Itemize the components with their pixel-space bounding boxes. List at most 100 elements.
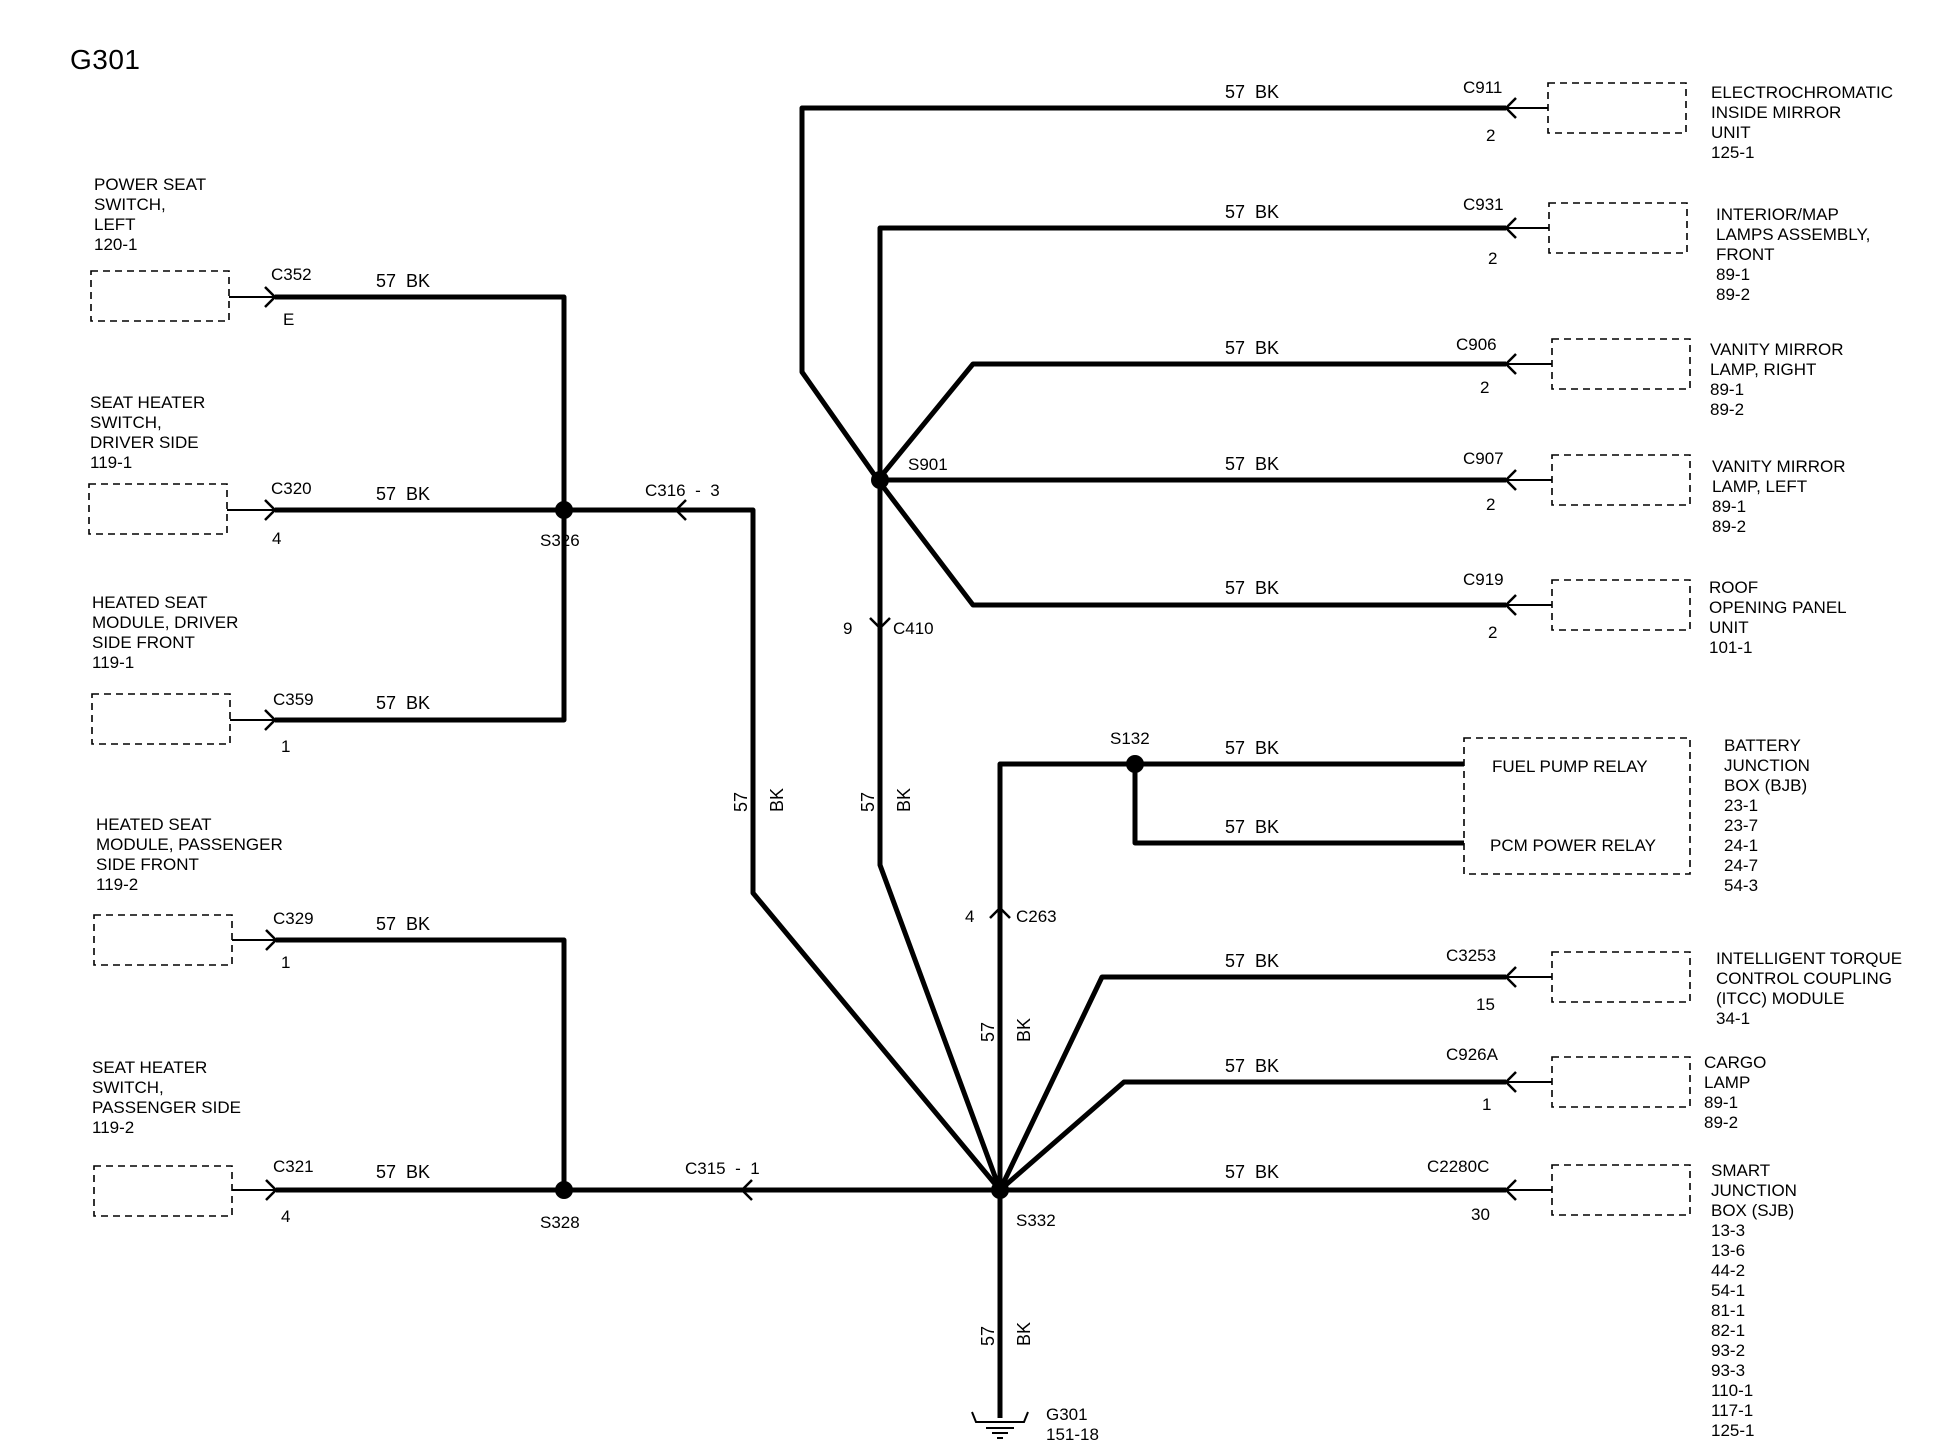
component-ref: 101-1: [1709, 638, 1752, 657]
wire-c3253[interactable]: [997, 974, 1506, 1192]
splice-s328: [555, 1181, 573, 1199]
component-ref: 119-2: [92, 1118, 134, 1137]
c263-connector-icon: [989, 906, 1011, 919]
component-ref: 44-2: [1711, 1261, 1745, 1280]
component-seat-heater-switch-driver[interactable]: SEAT HEATER SWITCH, DRIVER SIDE 119-1 C3…: [88, 393, 312, 548]
wire-label: 57 BK: [1225, 1056, 1279, 1076]
component-battery-junction-box[interactable]: FUEL PUMP RELAY PCM POWER RELAY BATTERY …: [1463, 736, 1810, 895]
relay-label-pcm-power: PCM POWER RELAY: [1490, 836, 1656, 855]
component-ref: 93-2: [1711, 1341, 1745, 1360]
component-name-line: CARGO: [1704, 1053, 1766, 1072]
component-name-line: ELECTROCHROMATIC: [1711, 83, 1893, 102]
wire-c931[interactable]: [877, 225, 1506, 480]
component-interior-map-lamps[interactable]: C931 2 INTERIOR/MAP LAMPS ASSEMBLY, FRON…: [1463, 195, 1870, 304]
wire-label: 57 BK: [376, 484, 430, 504]
page-title: G301: [70, 44, 141, 75]
component-name-line: UNIT: [1711, 123, 1751, 142]
component-name-line: SMART: [1711, 1161, 1770, 1180]
wire-c906[interactable]: [876, 361, 1506, 482]
lower-right-wires: [997, 761, 1506, 1418]
connector-arrow-icon: [1504, 353, 1517, 375]
inline-connectors: C316 - 3 C315 - 1 9 C410 4 C263: [645, 481, 1057, 1201]
pin-label: 30: [1471, 1205, 1490, 1224]
wire-labels: 57 BK 57 BK 57 BK 57 BK 57 BK 57 BK 57 B…: [376, 82, 1279, 1182]
component-box: [1551, 338, 1691, 390]
component-heated-seat-module-driver[interactable]: HEATED SEAT MODULE, DRIVER SIDE FRONT 11…: [91, 593, 314, 756]
component-name-line: INTERIOR/MAP: [1716, 205, 1839, 224]
wire-c352[interactable]: [275, 294, 567, 510]
component-box: [1551, 1056, 1691, 1108]
upper-right-wires: [799, 105, 1506, 1191]
component-name-line: SEAT HEATER: [92, 1058, 207, 1077]
component-seat-heater-switch-passenger[interactable]: SEAT HEATER SWITCH, PASSENGER SIDE 119-2…: [92, 1058, 314, 1226]
connector-arrow-icon: [1504, 1179, 1517, 1201]
component-ref: 13-3: [1711, 1221, 1745, 1240]
wire-c359[interactable]: [275, 510, 567, 723]
component-ref: 13-6: [1711, 1241, 1745, 1260]
wire-c911[interactable]: [799, 105, 1506, 482]
component-roof-opening-panel[interactable]: C919 2 ROOF OPENING PANEL UNIT 101-1: [1463, 570, 1847, 657]
pin-label: 4: [281, 1207, 290, 1226]
component-heated-seat-module-passenger[interactable]: HEATED SEAT MODULE, PASSENGER SIDE FRONT…: [93, 815, 314, 972]
vertical-wire-color: BK: [767, 788, 787, 812]
wire-label: 57 BK: [1225, 1162, 1279, 1182]
component-box: [1551, 951, 1691, 1003]
component-name-line: SIDE FRONT: [96, 855, 199, 874]
wire-label: 57 BK: [1225, 578, 1279, 598]
connector-label: C3253: [1446, 946, 1496, 965]
component-vanity-mirror-lamp-right[interactable]: C906 2 VANITY MIRROR LAMP, RIGHT 89-1 89…: [1456, 335, 1844, 419]
splice-s326: [555, 501, 573, 519]
c315-label: C315 - 1: [685, 1159, 760, 1178]
component-ref: 89-2: [1704, 1113, 1738, 1132]
component-name-line: UNIT: [1709, 618, 1749, 637]
connector-arrow-icon: [264, 709, 277, 731]
connector-label: C919: [1463, 570, 1504, 589]
component-name-line: LEFT: [94, 215, 136, 234]
component-itcc-module[interactable]: C3253 15 INTELLIGENT TORQUE CONTROL COUP…: [1446, 946, 1902, 1028]
component-name-line: ROOF: [1709, 578, 1758, 597]
component-ref: 24-1: [1724, 836, 1758, 855]
left-components: POWER SEAT SWITCH, LEFT 120-1 C352 E SEA…: [88, 175, 314, 1226]
ground-g301[interactable]: G301 151-18: [971, 1405, 1099, 1444]
wire-fuel-pump-relay[interactable]: [997, 761, 1464, 1190]
connector-label: C359: [273, 690, 314, 709]
component-ref: 117-1: [1711, 1401, 1753, 1420]
relay-label-fuel-pump: FUEL PUMP RELAY: [1492, 757, 1648, 776]
wire-c919[interactable]: [876, 478, 1506, 608]
pin-label: 2: [1486, 126, 1495, 145]
component-ref: 23-1: [1724, 796, 1758, 815]
pin-label: 2: [1488, 249, 1497, 268]
wire-pcm-power-relay[interactable]: [1132, 764, 1464, 846]
splice-label-s132: S132: [1110, 729, 1150, 748]
component-ref: 24-7: [1724, 856, 1758, 875]
c315-arrow-icon: [740, 1179, 753, 1201]
wire-c926a[interactable]: [998, 1079, 1506, 1192]
component-vanity-mirror-lamp-left[interactable]: C907 2 VANITY MIRROR LAMP, LEFT 89-1 89-…: [1463, 449, 1846, 536]
component-box: [93, 1165, 233, 1217]
c410-pin: 9: [843, 619, 852, 638]
wire-c410[interactable]: [877, 480, 1003, 1191]
component-ref: 54-1: [1711, 1281, 1745, 1300]
component-power-seat-switch-left[interactable]: POWER SEAT SWITCH, LEFT 120-1 C352 E: [90, 175, 312, 329]
wire-label: 57 BK: [376, 1162, 430, 1182]
component-smart-junction-box[interactable]: C2280C 30 SMART JUNCTION BOX (SJB) 13-3 …: [1427, 1157, 1797, 1440]
component-ref: 125-1: [1711, 143, 1754, 162]
component-ref: 110-1: [1711, 1381, 1753, 1400]
pin-label: 1: [1482, 1095, 1491, 1114]
component-name-line: LAMPS ASSEMBLY,: [1716, 225, 1870, 244]
wire-c316[interactable]: [564, 507, 1002, 1192]
component-name-line: SIDE FRONT: [92, 633, 195, 652]
component-name-line: MODULE, PASSENGER: [96, 835, 283, 854]
wire-c329[interactable]: [276, 937, 567, 1190]
component-electrochromatic-mirror[interactable]: C911 2 ELECTROCHROMATIC INSIDE MIRROR UN…: [1463, 78, 1893, 162]
component-ref: 54-3: [1724, 876, 1758, 895]
vertical-wire-color: BK: [894, 788, 914, 812]
component-cargo-lamp[interactable]: C926A 1 CARGO LAMP 89-1 89-2: [1446, 1045, 1766, 1132]
connector-label: C906: [1456, 335, 1497, 354]
connector-arrow-icon: [1504, 217, 1517, 239]
component-ref: 82-1: [1711, 1321, 1745, 1340]
connector-label: C926A: [1446, 1045, 1499, 1064]
wire-label: 57 BK: [1225, 817, 1279, 837]
wire-label: 57 BK: [1225, 338, 1279, 358]
